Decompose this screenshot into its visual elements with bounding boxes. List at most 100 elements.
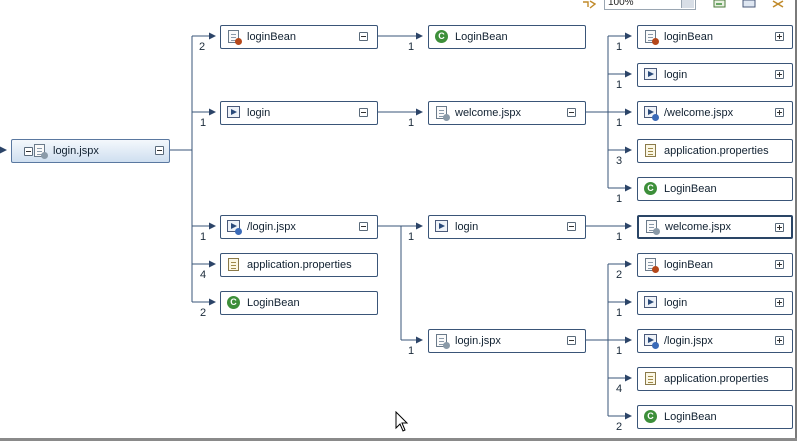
edge-count: 1 bbox=[408, 345, 415, 357]
navigation-page-icon bbox=[227, 220, 242, 235]
edge-count: 1 bbox=[200, 231, 207, 243]
node-login-jspx-nav[interactable]: /login.jspx bbox=[637, 329, 793, 353]
node-application-properties[interactable]: application.properties bbox=[637, 367, 793, 391]
node-login[interactable]: login bbox=[428, 215, 586, 239]
class-icon: C bbox=[227, 296, 241, 310]
node-label: /login.jspx bbox=[664, 335, 713, 347]
collapse-toggle[interactable] bbox=[24, 146, 33, 156]
edge-count: 4 bbox=[616, 383, 623, 395]
node-login[interactable]: login bbox=[637, 291, 793, 315]
edge-count: 1 bbox=[616, 307, 623, 319]
zoom-select[interactable]: 100% bbox=[604, 0, 696, 10]
collapse-toggle[interactable] bbox=[359, 108, 368, 117]
edge-count: 1 bbox=[408, 41, 415, 53]
edge-count: 1 bbox=[408, 117, 415, 129]
node-loginbean[interactable]: loginBean bbox=[637, 253, 793, 277]
node-label: login bbox=[664, 69, 688, 81]
edge-count: 2 bbox=[616, 421, 623, 433]
class-icon: C bbox=[644, 410, 658, 424]
edge-count: 4 bbox=[200, 269, 207, 281]
node-welcome-jspx[interactable]: welcome.jspx bbox=[428, 101, 586, 125]
page-icon bbox=[33, 144, 48, 159]
mouse-cursor-icon bbox=[395, 411, 409, 432]
node-login-jspx-nav[interactable]: /login.jspx bbox=[220, 215, 378, 239]
window-border-bottom bbox=[0, 438, 797, 441]
node-loginbean-class[interactable]: C LoginBean bbox=[220, 291, 378, 315]
node-loginbean-class[interactable]: C LoginBean bbox=[637, 405, 793, 429]
node-welcome-jspx-nav[interactable]: /welcome.jspx bbox=[637, 101, 793, 125]
bean-page-icon bbox=[644, 258, 659, 273]
page-icon bbox=[435, 334, 450, 349]
node-label: loginBean bbox=[247, 31, 296, 43]
properties-icon bbox=[644, 144, 658, 158]
node-label: /welcome.jspx bbox=[664, 107, 734, 119]
class-icon: C bbox=[435, 30, 449, 44]
expand-toggle[interactable] bbox=[775, 336, 784, 345]
collapse-toggle[interactable] bbox=[155, 146, 164, 155]
navigation-icon bbox=[644, 296, 658, 310]
node-login[interactable]: login bbox=[220, 101, 378, 125]
edge-count: 1 bbox=[616, 79, 623, 91]
node-label: /login.jspx bbox=[247, 221, 296, 233]
window-border-right bbox=[795, 0, 797, 441]
page-icon bbox=[435, 106, 450, 121]
node-application-properties[interactable]: application.properties bbox=[637, 139, 793, 163]
node-label: application.properties bbox=[664, 145, 769, 157]
collapse-toggle[interactable] bbox=[359, 32, 368, 41]
node-login-jspx[interactable]: login.jspx bbox=[428, 329, 586, 353]
expand-toggle[interactable] bbox=[775, 32, 784, 41]
edge-count: 1 bbox=[616, 345, 623, 357]
node-label: login bbox=[247, 107, 271, 119]
node-root-login-jspx[interactable]: login.jspx bbox=[11, 139, 170, 163]
collapse-toggle[interactable] bbox=[567, 222, 576, 231]
node-loginbean[interactable]: loginBean bbox=[637, 25, 793, 49]
page-icon bbox=[645, 220, 660, 235]
collapse-toggle[interactable] bbox=[567, 108, 576, 117]
properties-icon bbox=[227, 258, 241, 272]
expand-toggle[interactable] bbox=[775, 108, 784, 117]
edge-count: 2 bbox=[616, 269, 623, 281]
node-welcome-jspx[interactable]: welcome.jspx bbox=[637, 215, 793, 239]
node-label: LoginBean bbox=[455, 31, 508, 43]
navigation-icon bbox=[435, 220, 449, 234]
navigation-icon bbox=[644, 68, 658, 82]
node-label: LoginBean bbox=[664, 411, 717, 423]
collapse-toggle[interactable] bbox=[567, 336, 576, 345]
node-label: loginBean bbox=[664, 31, 713, 43]
expand-toggle[interactable] bbox=[775, 298, 784, 307]
node-login[interactable]: login bbox=[637, 63, 793, 87]
edge-count: 2 bbox=[199, 41, 206, 53]
expand-toggle[interactable] bbox=[775, 70, 784, 79]
class-icon: C bbox=[644, 182, 658, 196]
navigation-page-icon bbox=[644, 106, 659, 121]
navigation-icon bbox=[227, 106, 241, 120]
zoom-value: 100% bbox=[608, 0, 634, 8]
node-loginbean[interactable]: loginBean bbox=[220, 25, 378, 49]
expand-toggle[interactable] bbox=[775, 260, 784, 269]
edge-count: 2 bbox=[200, 307, 207, 319]
properties-icon bbox=[644, 372, 658, 386]
node-label: welcome.jspx bbox=[665, 221, 732, 233]
node-loginbean-class[interactable]: C LoginBean bbox=[637, 177, 793, 201]
node-label: login bbox=[664, 297, 688, 309]
export-icon[interactable] bbox=[713, 0, 727, 9]
collapse-toggle[interactable] bbox=[359, 222, 368, 231]
node-label: application.properties bbox=[247, 259, 352, 271]
chevron-down-icon[interactable] bbox=[681, 0, 694, 8]
expand-toggle[interactable] bbox=[775, 223, 784, 232]
node-label: login.jspx bbox=[455, 335, 501, 347]
layout-icon[interactable] bbox=[582, 0, 596, 9]
edge-count: 1 bbox=[616, 117, 623, 129]
node-label: login.jspx bbox=[53, 145, 99, 157]
node-label: loginBean bbox=[664, 259, 713, 271]
node-label: application.properties bbox=[664, 373, 769, 385]
edge-count: 1 bbox=[616, 41, 623, 53]
node-loginbean-class[interactable]: C LoginBean bbox=[428, 25, 586, 49]
edge-count: 3 bbox=[616, 155, 623, 167]
edge-count: 1 bbox=[616, 231, 623, 243]
node-application-properties[interactable]: application.properties bbox=[220, 253, 378, 277]
print-icon[interactable] bbox=[742, 0, 756, 9]
settings-icon[interactable] bbox=[771, 0, 785, 9]
